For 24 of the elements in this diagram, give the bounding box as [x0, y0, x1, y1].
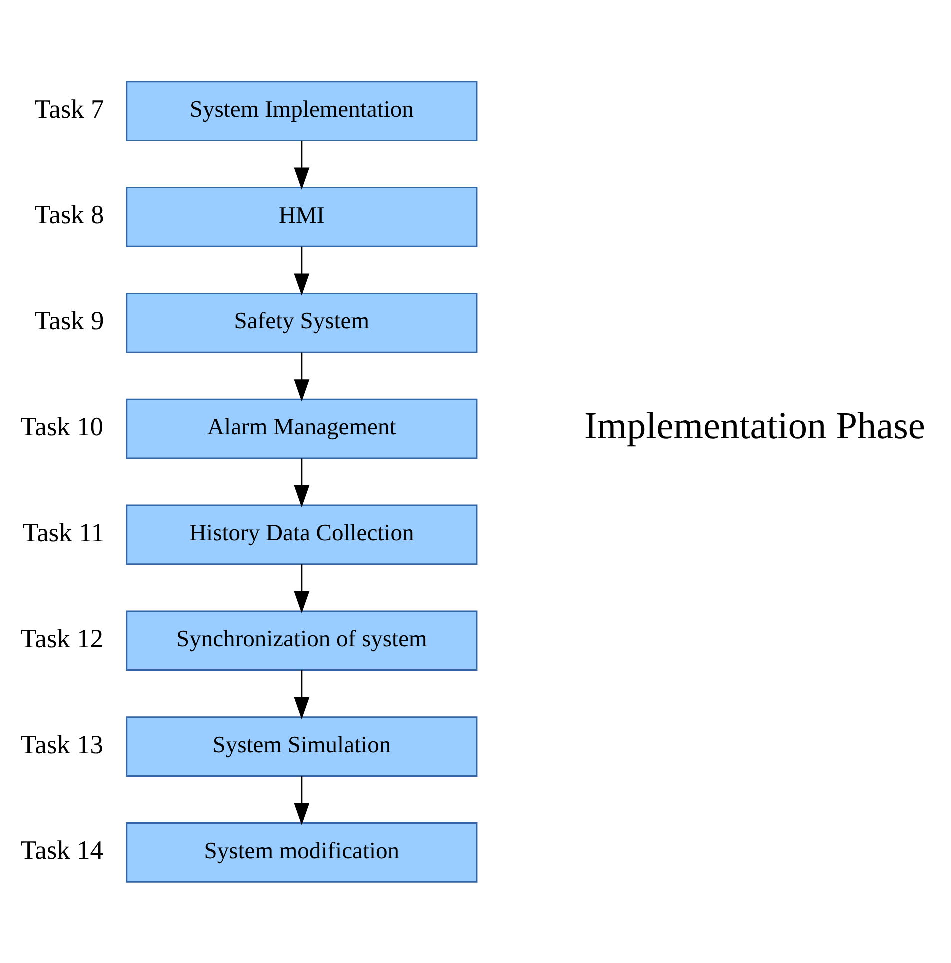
node-label: Task 7	[34, 93, 104, 124]
node-box: Synchronization of system	[126, 610, 478, 671]
arrow	[294, 246, 310, 296]
arrow	[294, 564, 310, 614]
node-label: Task 9	[34, 305, 104, 336]
node-label: Task 10	[20, 411, 104, 442]
node-label: Task 11	[22, 516, 104, 547]
node-label: Task 8	[34, 199, 104, 230]
label: Implementation Phase	[584, 404, 926, 447]
node-box: System modification	[126, 822, 478, 882]
node-label: Task 14	[20, 834, 104, 865]
node-box: History Data Collection	[126, 504, 478, 565]
arrow	[294, 140, 310, 190]
node-box: HMI	[126, 186, 478, 247]
node-label: Task 13	[20, 728, 104, 759]
node-box: System Simulation	[126, 716, 478, 776]
arrow	[294, 458, 310, 508]
arrow	[294, 670, 310, 719]
arrow	[294, 776, 310, 825]
node-box: Safety System	[126, 292, 478, 353]
node-box: Alarm Management	[126, 398, 478, 459]
node-box: System Implementation	[126, 80, 478, 141]
node-label: Task 12	[20, 622, 104, 653]
arrow	[294, 352, 310, 402]
